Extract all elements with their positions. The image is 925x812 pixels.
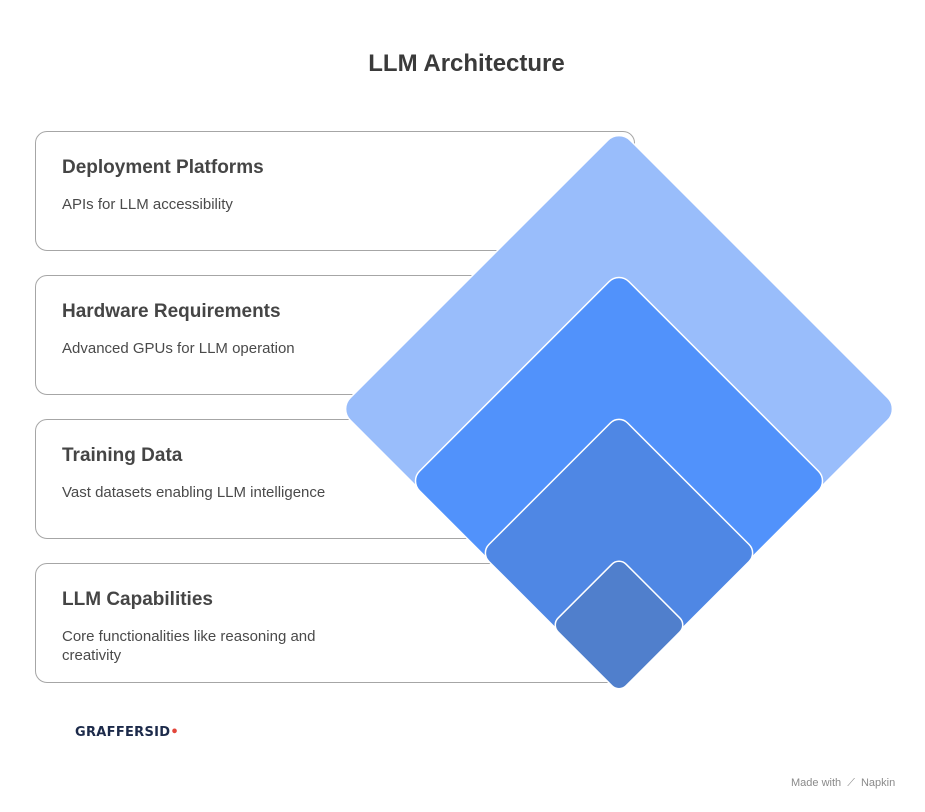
diagram-title: LLM Architecture bbox=[368, 50, 565, 77]
layer-title: Training Data bbox=[62, 445, 183, 466]
diamond-layer-llm-capabilities bbox=[554, 560, 684, 690]
layer-description: Core functionalities like reasoning and … bbox=[62, 628, 316, 664]
layer-description: APIs for LLM accessibility bbox=[62, 196, 233, 213]
made-with-napkin: Made with ⟋ Napkin bbox=[791, 777, 895, 790]
layer-title: Deployment Platforms bbox=[62, 157, 264, 178]
napkin-icon: ⟋ bbox=[847, 777, 855, 789]
layer-description: Advanced GPUs for LLM operation bbox=[62, 340, 295, 357]
layer-title: LLM Capabilities bbox=[62, 589, 213, 610]
layer-description: Vast datasets enabling LLM intelligence bbox=[62, 484, 326, 501]
graffersid-logo: GRAFFERSID• bbox=[75, 723, 179, 745]
diamond-layer-training-data bbox=[484, 418, 754, 688]
logo-wordmark: GRAFFERSID• bbox=[75, 725, 179, 740]
made-with-label: Made with bbox=[791, 777, 842, 789]
layer-title: Hardware Requirements bbox=[62, 301, 281, 322]
napkin-brand: Napkin bbox=[860, 777, 896, 789]
